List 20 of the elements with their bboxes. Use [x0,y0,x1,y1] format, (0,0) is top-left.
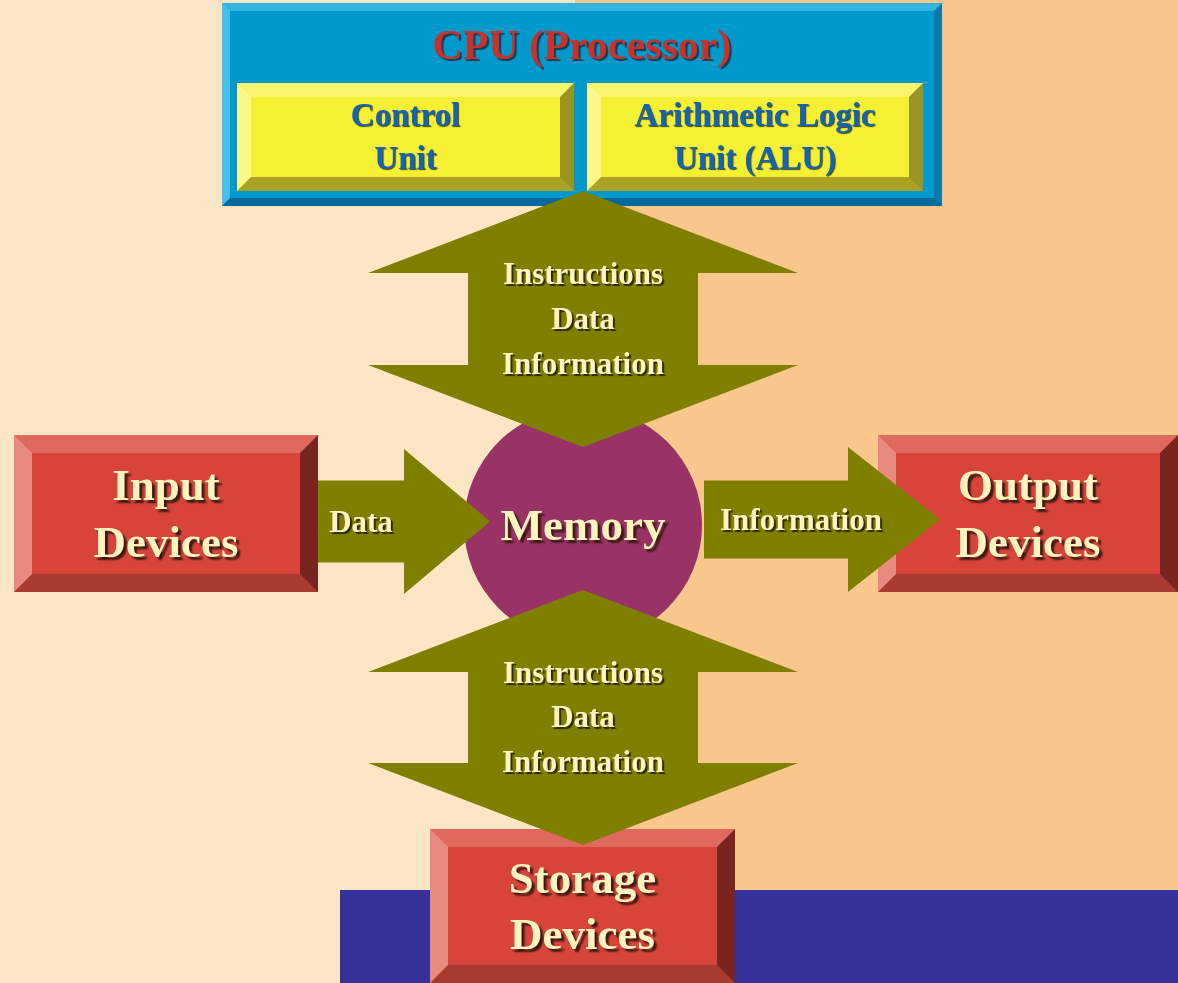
block-arrow [368,191,798,447]
node-label: Control Unit [349,96,462,178]
edge-label: Instructions Data Information [501,653,665,781]
node-label: CPU (Processor) [432,21,732,69]
block-arrow [368,590,798,845]
device-box [14,435,318,592]
block-arrow [318,449,490,594]
node-label: Arithmetic Logic Unit (ALU) [633,96,877,178]
device-box [430,829,735,983]
node-label: Input Devices [92,459,240,569]
node-label: Output Devices [954,459,1102,569]
cpu-box [222,3,942,206]
unit-box [237,83,574,191]
node-label: Storage Devices [507,851,658,961]
block-arrow [704,447,940,592]
edge-label: Information [720,500,882,539]
unit-box [587,83,923,191]
node-label: Memory [500,498,666,552]
edge-label: Data [329,502,393,541]
edge-label: Instructions Data Information [501,254,665,383]
